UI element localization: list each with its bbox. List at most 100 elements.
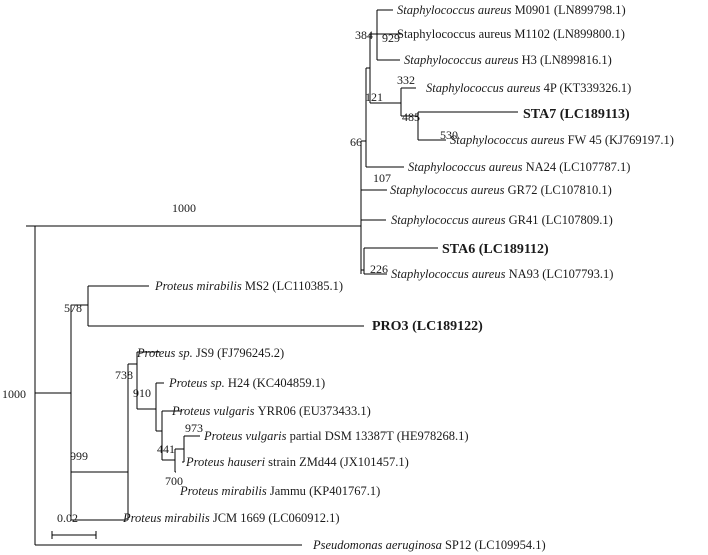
- leaf-strain: JS9: [196, 346, 217, 360]
- leaf-label-m0901: Staphylococcus aureus M0901 (LN899798.1): [397, 3, 626, 17]
- leaf-strain: partial DSM 13387T: [290, 429, 397, 443]
- bootstrap-value: 1000: [172, 201, 196, 215]
- leaf-label-m1102: Staphylococcus aureus M1102 (LN899800.1): [397, 27, 625, 41]
- leaf-taxon: Proteus sp.: [136, 346, 196, 360]
- leaf-taxon: Staphylococcus aureus: [408, 160, 526, 174]
- leaf-taxon: Pseudomonas aeruginosa: [312, 538, 445, 552]
- bootstrap-value: 738: [115, 368, 133, 382]
- leaf-accession: (LC107787.1): [559, 160, 630, 174]
- leaf-taxon: Staphylococcus aureus: [390, 183, 508, 197]
- bootstrap-value: 929: [382, 31, 400, 45]
- leaf-strain: STA7: [523, 107, 560, 122]
- leaf-taxon: Proteus vulgaris: [171, 404, 258, 418]
- leaf-accession: (LC189113): [560, 107, 630, 122]
- leaf-accession: (KT339326.1): [559, 81, 631, 95]
- leaf-strain: 4P: [544, 81, 560, 95]
- bootstrap-value: 107: [373, 171, 391, 185]
- leaf-taxon: Staphylococcus aureus: [404, 53, 522, 67]
- leaf-taxon: Proteus mirabilis: [154, 279, 245, 293]
- leaf-taxon: Proteus hauseri: [185, 455, 268, 469]
- leaf-strain: SP12: [445, 538, 475, 552]
- bootstrap-value: 530: [440, 128, 458, 142]
- leaf-label-na24: Staphylococcus aureus NA24 (LC107787.1): [408, 160, 630, 174]
- bootstrap-value: 700: [165, 474, 183, 488]
- leaf-accession: (LC107810.1): [541, 183, 612, 197]
- leaf-strain: PRO3: [372, 319, 412, 334]
- leaf-strain: strain ZMd44: [268, 455, 340, 469]
- leaf-label-jammu: Proteus mirabilis Jammu (KP401767.1): [179, 484, 380, 498]
- leaf-strain: STA6: [442, 242, 479, 257]
- bootstrap-value: 226: [370, 262, 388, 276]
- leaf-strain: JCM 1669: [213, 511, 269, 525]
- leaf-accession: (LC189122): [412, 319, 483, 334]
- leaf-taxon: Staphylococcus aureus: [450, 133, 568, 147]
- leaf-strain: MS2: [245, 279, 272, 293]
- leaf-taxon: Proteus mirabilis: [122, 511, 213, 525]
- bootstrap-value: 121: [365, 90, 383, 104]
- leaf-strain: Staphylococcus aureus M1102: [397, 27, 553, 41]
- leaf-accession: (KC404859.1): [253, 376, 326, 390]
- bootstrap-value: 66: [350, 135, 362, 149]
- leaf-accession: (LN899798.1): [554, 3, 626, 17]
- leaf-label-js9: Proteus sp. JS9 (FJ796245.2): [136, 346, 284, 360]
- leaf-accession: (FJ796245.2): [217, 346, 284, 360]
- leaf-label-yrr06: Proteus vulgaris YRR06 (EU373433.1): [171, 404, 371, 418]
- bootstrap-value: 332: [397, 73, 415, 87]
- bootstrap-value: 384: [355, 28, 373, 42]
- leaf-strain: GR72: [508, 183, 541, 197]
- leaf-label-sta6: STA6 (LC189112): [442, 242, 549, 257]
- leaf-accession: (LC060912.1): [268, 511, 339, 525]
- leaf-label-zmd44: Proteus hauseri strain ZMd44 (JX101457.1…: [185, 455, 409, 469]
- bootstrap-value: 910: [133, 386, 151, 400]
- leaf-label-jcm1669: Proteus mirabilis JCM 1669 (LC060912.1): [122, 511, 340, 525]
- leaf-label-fw45: Staphylococcus aureus FW 45 (KJ769197.1): [450, 133, 674, 147]
- leaf-taxon: Staphylococcus aureus: [426, 81, 544, 95]
- bootstrap-values: 1000 1000 66 384 929 332 121 485 530 107 226 578 999…: [2, 28, 458, 488]
- leaf-label-h3: Staphylococcus aureus H3 (LN899816.1): [404, 53, 612, 67]
- leaf-strain: YRR06: [258, 404, 299, 418]
- bootstrap-value: 1000: [2, 387, 26, 401]
- leaf-accession: (LC109954.1): [474, 538, 545, 552]
- bootstrap-value: 578: [64, 301, 82, 315]
- bootstrap-value: 485: [402, 110, 420, 124]
- leaf-label-gr72: Staphylococcus aureus GR72 (LC107810.1): [390, 183, 612, 197]
- leaf-strain: H3: [522, 53, 540, 67]
- scale-bar: 0.02: [51, 511, 97, 539]
- leaf-label-sp12: Pseudomonas aeruginosa SP12 (LC109954.1): [312, 538, 546, 552]
- leaf-accession: (LC107809.1): [542, 213, 613, 227]
- leaf-accession: (LC107793.1): [542, 267, 613, 281]
- leaf-accession: (LN899816.1): [540, 53, 612, 67]
- leaf-accession: (EU373433.1): [299, 404, 371, 418]
- leaf-taxon: Staphylococcus aureus: [397, 3, 515, 17]
- scale-bar-label: 0.02: [57, 511, 78, 525]
- leaf-strain: H24: [228, 376, 253, 390]
- leaf-label-4p: Staphylococcus aureus 4P (KT339326.1): [426, 81, 631, 95]
- leaf-label-sta7: STA7 (LC189113): [523, 107, 630, 122]
- leaf-accession: (KJ769197.1): [605, 133, 674, 147]
- leaf-label-dsm13387t: Proteus vulgaris partial DSM 13387T (HE9…: [203, 429, 469, 443]
- leaf-label-ms2: Proteus mirabilis MS2 (LC110385.1): [154, 279, 343, 293]
- leaf-taxon: Staphylococcus aureus: [391, 213, 509, 227]
- bootstrap-value: 441: [157, 442, 175, 456]
- bootstrap-value: 973: [185, 421, 203, 435]
- leaf-strain: GR41: [509, 213, 542, 227]
- leaf-accession: (LC110385.1): [272, 279, 343, 293]
- leaf-accession: (LC189112): [479, 242, 549, 257]
- leaf-strain: Jammu: [270, 484, 309, 498]
- leaf-accession: (HE978268.1): [397, 429, 469, 443]
- bootstrap-value: 999: [70, 449, 88, 463]
- leaf-label-gr41: Staphylococcus aureus GR41 (LC107809.1): [391, 213, 613, 227]
- leaf-labels: Staphylococcus aureus M0901 (LN899798.1)…: [122, 3, 674, 552]
- leaf-strain: FW 45: [568, 133, 605, 147]
- tree-branches: [26, 9, 518, 546]
- leaf-accession: (JX101457.1): [340, 455, 409, 469]
- leaf-accession: (LN899800.1): [553, 27, 625, 41]
- leaf-label-h24: Proteus sp. H24 (KC404859.1): [168, 376, 325, 390]
- leaf-strain: M0901: [515, 3, 554, 17]
- leaf-taxon: Proteus vulgaris: [203, 429, 290, 443]
- leaf-taxon: Staphylococcus aureus: [391, 267, 509, 281]
- leaf-strain: NA24: [526, 160, 560, 174]
- leaf-label-na93: Staphylococcus aureus NA93 (LC107793.1): [391, 267, 613, 281]
- leaf-label-pro3: PRO3 (LC189122): [372, 319, 483, 334]
